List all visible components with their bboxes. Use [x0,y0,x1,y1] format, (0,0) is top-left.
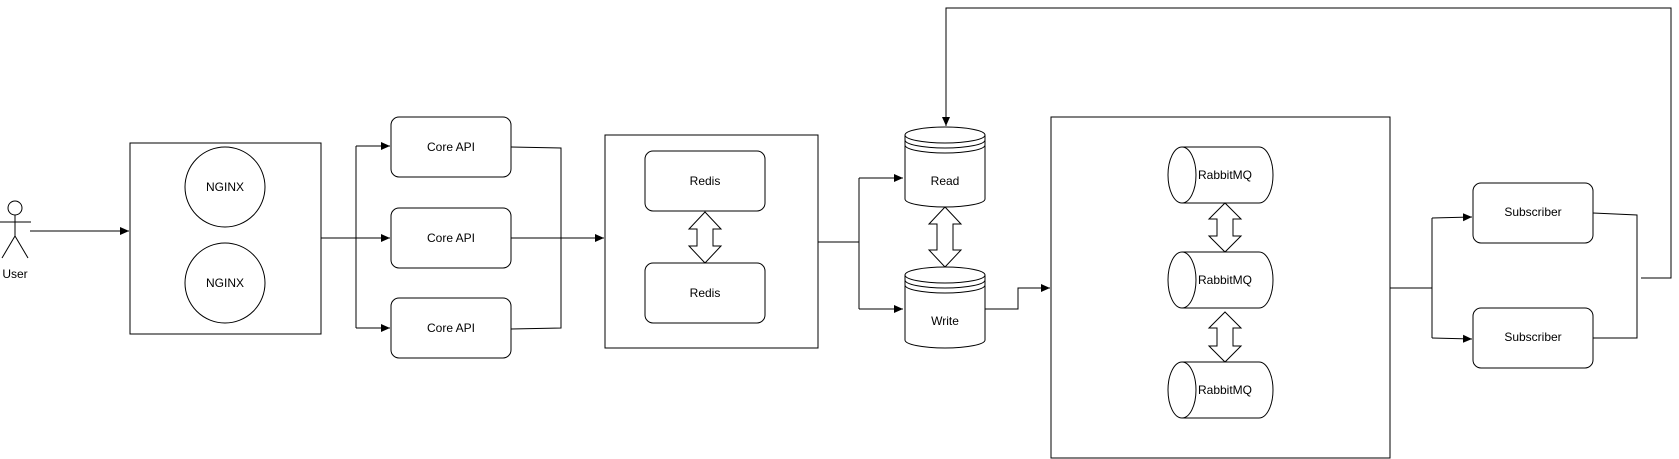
db-read-cylinder: Read [904,126,986,208]
db-read-label: Read [931,174,960,188]
rabbitmq-container: RabbitMQ RabbitMQ RabbitMQ [1050,116,1391,459]
connector-queue-to-subscribers [1390,213,1473,343]
core-api-label: Core API [427,231,475,245]
subscriber-node: Subscriber [1472,307,1594,369]
core-api-node: Core API [390,297,512,359]
core-api-label: Core API [427,321,475,335]
nginx-label: NGINX [206,180,244,194]
connector-nginx-to-api [321,142,390,332]
redis-label: Redis [690,286,721,300]
core-api-node: Core API [390,207,512,269]
db-write-cylinder: Write [904,266,986,349]
nginx-node: NGINX [184,242,266,324]
connector-redis-to-db [818,174,903,313]
redis-label: Redis [690,174,721,188]
rabbitmq-node: RabbitMQ [1167,361,1274,419]
user-label: User [2,267,27,281]
rabbitmq-node: RabbitMQ [1167,146,1274,204]
nginx-container: NGINX NGINX [129,142,322,335]
subscriber-label: Subscriber [1504,330,1561,344]
connector-api-to-redis [510,146,604,330]
user-actor: User [0,200,31,281]
connector-write-to-queue [985,284,1050,310]
db-write-label: Write [931,314,959,328]
redis-container: Redis Redis [604,134,819,349]
redis-node: Redis [644,150,766,212]
rabbitmq-node: RabbitMQ [1167,251,1274,309]
connector-subscribers-feedback [942,7,1672,339]
rabbitmq-label: RabbitMQ [1198,273,1252,287]
nginx-label: NGINX [206,276,244,290]
rabbitmq-label: RabbitMQ [1198,383,1252,397]
core-api-node: Core API [390,116,512,178]
core-api-label: Core API [427,140,475,154]
redis-node: Redis [644,262,766,324]
nginx-node: NGINX [184,146,266,228]
subscriber-node: Subscriber [1472,182,1594,244]
db-replication-arrow [927,206,963,268]
rabbitmq-label: RabbitMQ [1198,168,1252,182]
subscriber-label: Subscriber [1504,205,1561,219]
